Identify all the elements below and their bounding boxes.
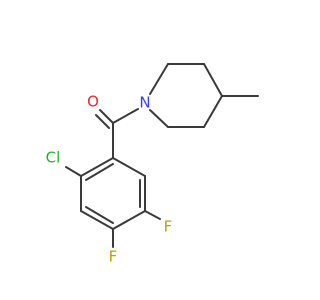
bond-n-carbonyl xyxy=(112,108,139,124)
bond-n-c2 xyxy=(149,63,169,95)
bond-c4-c5 xyxy=(203,95,223,128)
bond-c6-n xyxy=(149,109,169,128)
bond-ring-f1 xyxy=(144,210,161,220)
bond-carbonyl-o xyxy=(99,109,114,124)
bond-ring-4-5-inner xyxy=(85,206,114,224)
bond-c3-c4 xyxy=(203,63,223,97)
bond-ring-6-1-inner xyxy=(85,163,114,181)
bond-ring-6-1 xyxy=(80,157,114,177)
chlorine-label: Cl xyxy=(46,149,61,167)
bond-ring-3-4 xyxy=(112,210,146,230)
bond-ring-4-5 xyxy=(80,210,114,230)
bond-ring-cl xyxy=(65,166,82,177)
fluorine-label-right: F xyxy=(164,218,173,236)
bond-ring-1-2 xyxy=(112,157,146,177)
fluorine-label-bottom: F xyxy=(109,248,118,266)
oxygen-label: O xyxy=(87,93,99,111)
molecule-structure: O N Cl F F xyxy=(46,63,259,266)
nitrogen-label: N xyxy=(139,94,150,112)
bond-carbonyl-o-double xyxy=(95,114,110,129)
